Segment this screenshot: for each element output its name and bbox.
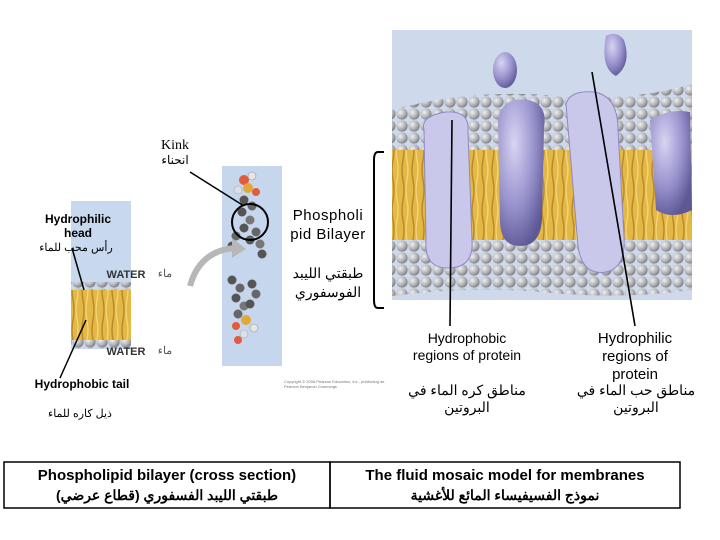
hydrophobic-tail-label-ar: ذيل كاره للماء: [48, 408, 112, 420]
protein-channel-right: [565, 91, 625, 273]
head-pointer: [71, 247, 85, 291]
protein-top-left: [493, 52, 517, 88]
water-bottom-label-ar: ماء: [157, 345, 173, 357]
kink-label: Kink: [161, 138, 189, 153]
hydrophilic-head-label: Hydrophilic head: [44, 212, 111, 240]
molecule-model: [187, 166, 282, 366]
hydrophobic-regions-label: Hydrophobic regions of protein: [412, 330, 522, 363]
bilayer-cross-section: [69, 199, 133, 351]
curved-arrow: [187, 245, 237, 287]
tail-pointer: [59, 319, 87, 379]
hydrophobic-pointer: [449, 119, 453, 327]
water-top-label: WATER: [106, 269, 146, 281]
hydrophilic-head-label-ar: رأس محب للماء: [39, 242, 113, 254]
hydrophobic-tail-label: Hydrophobic tail: [34, 377, 130, 391]
caption-left: Phospholipid bilayer (cross section): [37, 467, 297, 484]
protein-center: [498, 99, 545, 246]
head-row-bottom: [70, 340, 132, 350]
copyright-note: Copyright © 2008 Pearson Education, Inc.…: [284, 379, 385, 389]
water-bottom-label: WATER: [106, 346, 146, 358]
kink-pointer: [189, 171, 245, 207]
protein-channel-left: [422, 111, 473, 269]
head-row-top: [70, 282, 132, 290]
fluid-mosaic-membrane: [392, 30, 692, 300]
hydrophilic-regions-label-ar: مناطق حب الماء في البروتين: [576, 382, 696, 415]
kink-circle: [231, 203, 269, 241]
caption-left-ar: طبقتي الليبد الفسفوري (قطاع عرضي): [55, 487, 278, 503]
caption-right-box: [329, 461, 681, 509]
phospholipid-bilayer-label-ar: طبقتي الليبد الفوسفوري: [292, 265, 364, 300]
water-column: [222, 166, 282, 366]
hydrophilic-pointer: [591, 71, 636, 327]
molecule-bottom: [227, 275, 261, 344]
protein-edge: [650, 111, 692, 215]
kink-label-ar: انحناء: [161, 153, 189, 167]
protein-top-right: [604, 33, 627, 76]
tail-region: [70, 290, 132, 340]
caption-right: The fluid mosaic model for membranes: [365, 467, 645, 484]
hydrophilic-regions-label: Hydrophilic regions of protein: [597, 330, 673, 383]
caption-right-ar: نموذج الفسيفيساء المائع للأغشية: [410, 487, 600, 503]
phospholipid-bilayer-label: Phospholi pid Bilayer: [290, 207, 366, 244]
bilayer-bracket: [373, 151, 384, 309]
hydrophobic-regions-label-ar: مناطق كره الماء في البروتين: [408, 382, 526, 415]
water-top-label-ar: ماء: [157, 268, 173, 280]
